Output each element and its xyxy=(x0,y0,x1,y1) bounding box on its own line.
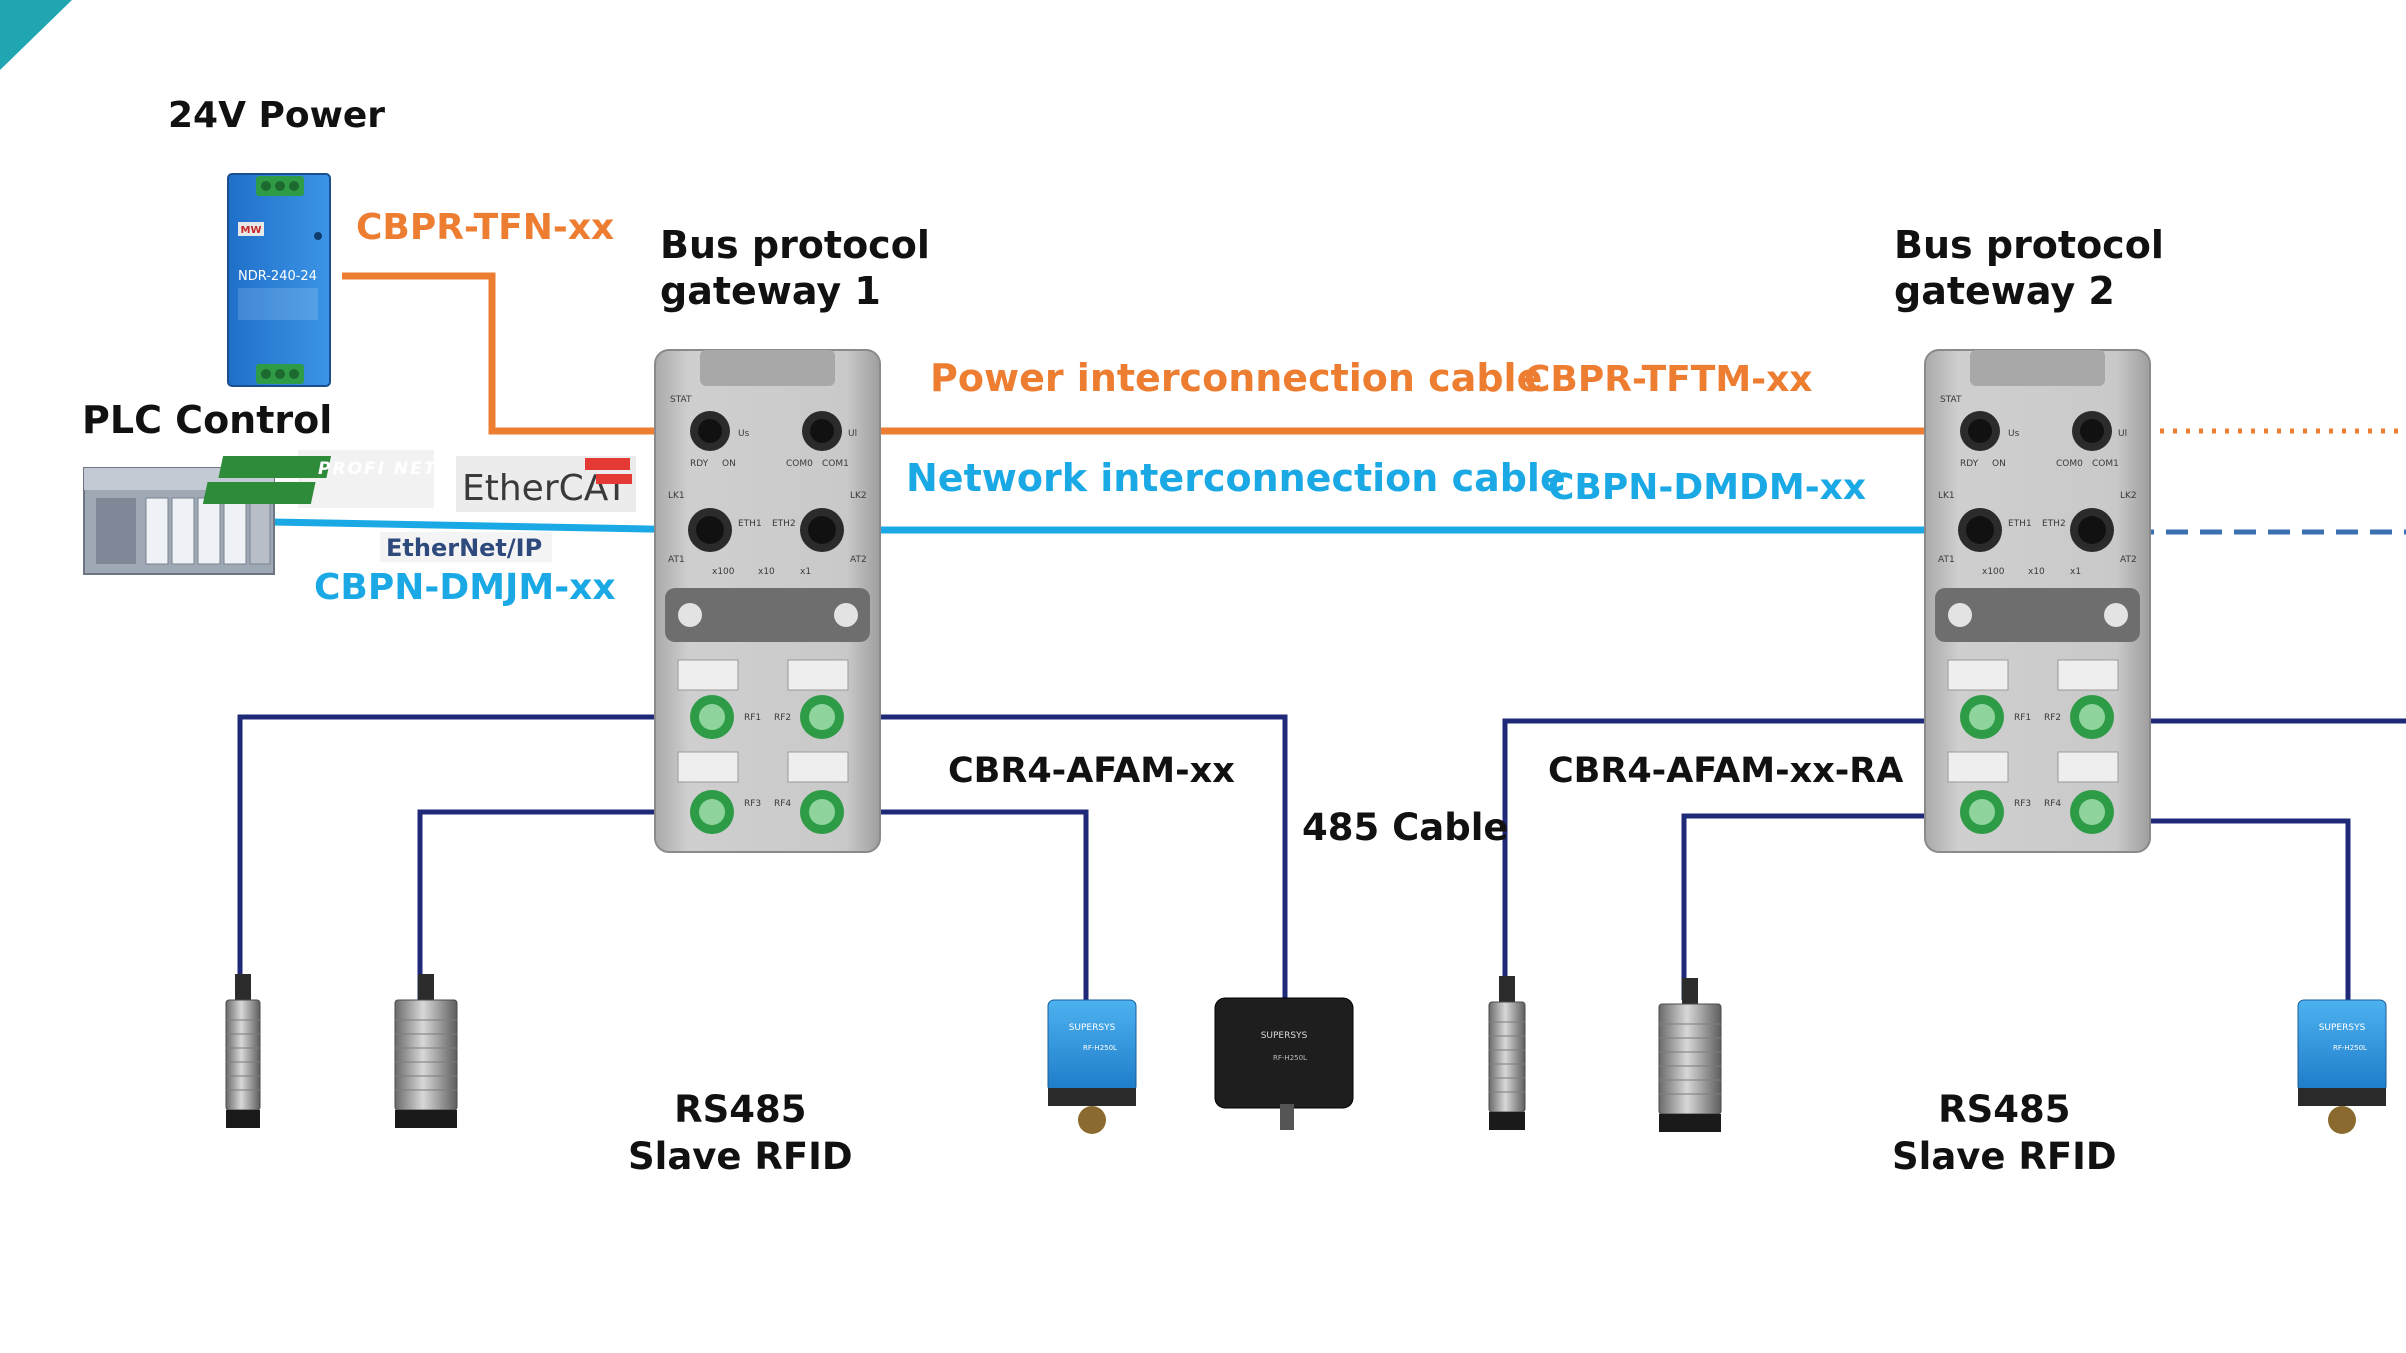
psu-brand: MW xyxy=(241,225,262,236)
gateway-2-port-text: x100 xyxy=(1982,567,2005,577)
gateway-2-port-text: Us xyxy=(2008,429,2020,439)
gateway-2-port-text: ETH2 xyxy=(2042,519,2066,529)
rfid-reader-2-brand: SUPERSYS xyxy=(2319,1023,2366,1033)
gateway-1-port-text: Us xyxy=(738,429,750,439)
gateway-2-port-text: LK1 xyxy=(1938,491,1955,501)
gateway-2-port-text: Ul xyxy=(2118,429,2127,439)
rfid-reader-1-model: RF-H250L xyxy=(1083,1044,1117,1052)
gateway-2-port-text: RF4 xyxy=(2044,799,2061,809)
power-supply-device: MW NDR-240-24 xyxy=(227,173,331,387)
gateway-2-port-text: x10 xyxy=(2028,567,2045,577)
gateway-1-label-plate xyxy=(665,588,870,642)
psu-model: NDR-240-24 xyxy=(238,269,317,284)
gateway-2-port-text: RF1 xyxy=(2014,713,2031,723)
proximity-sensor-3 xyxy=(1488,976,1526,1130)
rs485-cable-gw1 xyxy=(820,714,1288,1000)
gateway-2-port-text: ETH1 xyxy=(2008,519,2032,529)
gateway-2-port-text: LK2 xyxy=(2120,491,2137,501)
rfid-reader-2-model: RF-H250L xyxy=(2333,1044,2367,1052)
gateway-2-port-text: RF2 xyxy=(2044,713,2061,723)
plc-cable-code: CBPN-DMJM-xx xyxy=(314,567,616,608)
proximity-sensor-4 xyxy=(1658,978,1722,1132)
rfid-title-1: RS485 Slave RFID xyxy=(628,1088,853,1178)
gateway-1-port-text: COM0 xyxy=(786,459,813,469)
ethernet-ip-logo-text: EtherNet/IP xyxy=(386,534,542,562)
gateway-1-port-text: ETH2 xyxy=(772,519,796,529)
gateway-2-title: Bus protocol gateway 2 xyxy=(1894,223,2164,313)
gateway-1-top-tab xyxy=(700,350,835,386)
proximity-sensor-1 xyxy=(225,974,261,1128)
power-interconnection-code: CBPR-TFTM-xx xyxy=(1524,359,1813,400)
rs485-rfid-reader: SUPERSYS RF-H250L xyxy=(1214,997,1354,1130)
io-cable-rf4-gw2 xyxy=(2098,818,2351,1000)
gateway-2-port-text: RDY xyxy=(1960,459,1979,469)
gateway-1-port-text: ETH1 xyxy=(738,519,762,529)
gateway-1-port-text: RDY xyxy=(690,459,709,469)
rfid-reader-1-brand: SUPERSYS xyxy=(1069,1023,1116,1033)
gateway-1-port-text: LK2 xyxy=(850,491,867,501)
io-cable-rf1-gw2 xyxy=(1502,718,1978,1000)
gateway-2-top-tab xyxy=(1970,350,2105,386)
io-cable-rf4-gw1 xyxy=(820,809,1089,1000)
network-interconnection-title: Network interconnection cable xyxy=(906,456,1566,500)
gateway-2-port-text: STAT xyxy=(1940,395,1962,405)
plc-network-cable xyxy=(271,518,701,534)
gateway-1-port-text: RF4 xyxy=(774,799,791,809)
power-supply-title: 24V Power xyxy=(168,95,386,136)
ethercat-logo: EtherCAT xyxy=(456,456,636,512)
profinet-logo: PROFI NET xyxy=(202,450,437,508)
corner-accent xyxy=(0,0,72,70)
gateway-1-port-text: AT2 xyxy=(850,555,867,565)
rfid-title-2: RS485 Slave RFID xyxy=(1892,1088,2117,1178)
gateway-1-port-text: RF2 xyxy=(774,713,791,723)
rfid-reader-1: SUPERSYS RF-H250L xyxy=(1047,999,1137,1134)
gateway-1-port-text: Ul xyxy=(848,429,857,439)
gateway-2-port-text: AT2 xyxy=(2120,555,2137,565)
gateway-1-port-text: RF3 xyxy=(744,799,761,809)
gateway-1-port-text: AT1 xyxy=(668,555,685,565)
gateway-1-port-text: COM1 xyxy=(822,459,849,469)
power-interconnection-title: Power interconnection cable xyxy=(930,356,1543,400)
power-supply-cable xyxy=(342,272,700,435)
rs485-reader-model: RF-H250L xyxy=(1273,1054,1307,1062)
gateway-2-label-plate xyxy=(1935,588,2140,642)
sensors-group: SUPERSYSRF-H250LSUPERSYSRF-H250LSUPERSYS… xyxy=(225,974,2387,1134)
gateway-1-title: Bus protocol gateway 1 xyxy=(660,223,930,313)
io-cable-rf1-gw1 xyxy=(237,714,700,1000)
gateway-2-port-text: RF3 xyxy=(2014,799,2031,809)
gateway-1-port-text: x1 xyxy=(800,567,811,577)
rfid-reader-2: SUPERSYS RF-H250L xyxy=(2297,999,2387,1134)
gateway-2-port-text: x1 xyxy=(2070,567,2081,577)
rs485-cable-title: 485 Cable xyxy=(1302,806,1509,849)
network-interconnection-code: CBPN-DMDM-xx xyxy=(1548,467,1867,508)
gateway-1-port-text: LK1 xyxy=(668,491,685,501)
gateway-2-port-text: AT1 xyxy=(1938,555,1955,565)
gateway-2-port-text: COM1 xyxy=(2092,459,2119,469)
io-cable-rf3-gw1 xyxy=(417,809,700,1000)
gateway-1-port-text: RF1 xyxy=(744,713,761,723)
sensor-cable-code-2: CBR4-AFAM-xx-RA xyxy=(1548,751,1904,791)
plc-title: PLC Control xyxy=(82,398,333,442)
gateway-1-port-text: ON xyxy=(722,459,736,469)
gateway-1-port-text: STAT xyxy=(670,395,692,405)
gateway-1-port-text: x100 xyxy=(712,567,735,577)
gateway-2-port-text: ON xyxy=(1992,459,2006,469)
gateway-1-port-text: x10 xyxy=(758,567,775,577)
sensor-cable-code-1: CBR4-AFAM-xx xyxy=(948,751,1235,791)
profinet-logo-text: PROFI NET xyxy=(318,459,437,479)
power-cable-code: CBPR-TFN-xx xyxy=(356,207,615,248)
io-cable-rf3-gw2 xyxy=(1681,813,1978,1000)
gateway-2-port-text: COM0 xyxy=(2056,459,2083,469)
rs485-reader-brand: SUPERSYS xyxy=(1261,1031,1308,1041)
proximity-sensor-2 xyxy=(394,974,458,1128)
ethernet-ip-logo: EtherNet/IP xyxy=(380,532,552,562)
